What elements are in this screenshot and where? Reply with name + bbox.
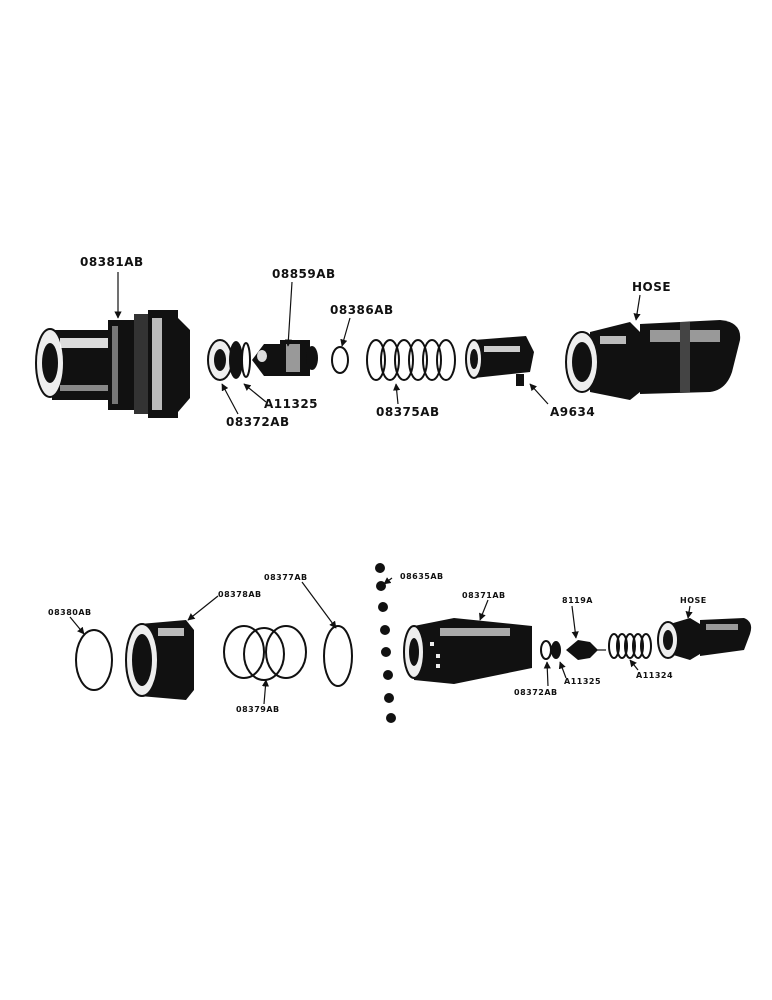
label-seal-ring: 08372AB xyxy=(514,688,558,697)
sleeve-spring-part xyxy=(223,625,307,681)
label-tube: A9634 xyxy=(550,405,595,419)
bottom-leaders xyxy=(69,577,693,705)
label-seal: A11325 xyxy=(564,677,601,686)
label-coupler-body: 08381AB xyxy=(80,255,144,269)
socket-body-part xyxy=(403,618,532,684)
valve-ring-part xyxy=(207,339,251,381)
ball-set-part xyxy=(375,563,396,723)
label-end-ring: 08380AB xyxy=(48,608,92,617)
label-valve-ring: 08372AB xyxy=(226,415,290,429)
coupler-body-part xyxy=(35,310,190,418)
label-o-ring: 08386AB xyxy=(330,303,394,317)
spring-part xyxy=(366,339,456,381)
pin-part xyxy=(566,640,606,660)
label-valve: 08859AB xyxy=(272,267,336,281)
label-spring-top: 08375AB xyxy=(376,405,440,419)
seal-ring-part xyxy=(540,640,561,660)
top-assembly: 08381AB 08859AB 08386AB HOSE A11325 0837… xyxy=(35,255,741,429)
label-sleeve: 08378AB xyxy=(218,590,262,599)
label-sleeve-spring: 08379AB xyxy=(236,705,280,714)
hose-fitting-part xyxy=(565,320,741,400)
label-ball-set: 08635AB xyxy=(400,572,444,581)
valve-part xyxy=(252,340,318,376)
sleeve-ring-part xyxy=(323,625,353,687)
label-hose-bottom: HOSE xyxy=(680,596,707,605)
label-sleeve-ring: 08377AB xyxy=(264,573,308,582)
label-spring-bottom: A11324 xyxy=(636,671,673,680)
sleeve-part xyxy=(125,620,194,700)
label-valve-seat: A11325 xyxy=(264,397,318,411)
bottom-assembly: 08635AB 08377AB 08378AB 08380AB 08371AB … xyxy=(48,563,752,723)
hose-fitting-part-bottom xyxy=(657,618,752,660)
label-socket-body: 08371AB xyxy=(462,591,506,600)
o-ring-part xyxy=(331,346,349,374)
label-hose-top: HOSE xyxy=(632,280,671,294)
tube-part xyxy=(465,336,534,386)
label-pin: 8119A xyxy=(562,596,593,605)
spring-part-bottom xyxy=(608,633,652,659)
end-ring-part xyxy=(75,629,113,691)
top-leaders xyxy=(114,272,641,415)
